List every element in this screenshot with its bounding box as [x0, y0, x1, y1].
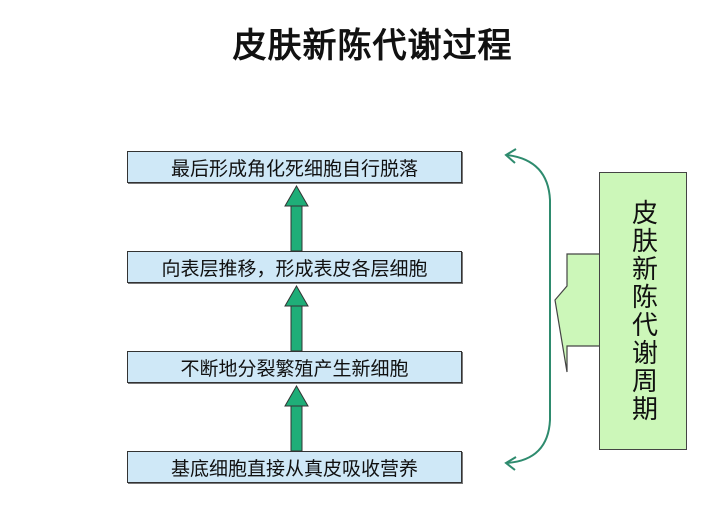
cycle-curve: [506, 154, 551, 464]
curve-arrowhead-bottom: [504, 456, 517, 471]
cycle-box: 皮肤新陈代谢周期: [599, 172, 687, 450]
up-arrow-2: [284, 284, 309, 352]
step-migration: 向表层推移，形成表皮各层细胞: [127, 251, 462, 283]
diagram-title: 皮肤新陈代谢过程: [232, 26, 513, 66]
callout-pointer: [554, 253, 601, 373]
curve-arrowhead-top: [504, 148, 517, 164]
step-shedding: 最后形成角化死细胞自行脱落: [127, 151, 462, 183]
step-nutrition: 基底细胞直接从真皮吸收营养: [127, 451, 462, 483]
cycle-label: 皮肤新陈代谢周期: [627, 199, 658, 423]
step-division: 不断地分裂繁殖产生新细胞: [127, 351, 462, 383]
up-arrow-1: [284, 184, 309, 252]
up-arrow-3: [284, 384, 309, 452]
